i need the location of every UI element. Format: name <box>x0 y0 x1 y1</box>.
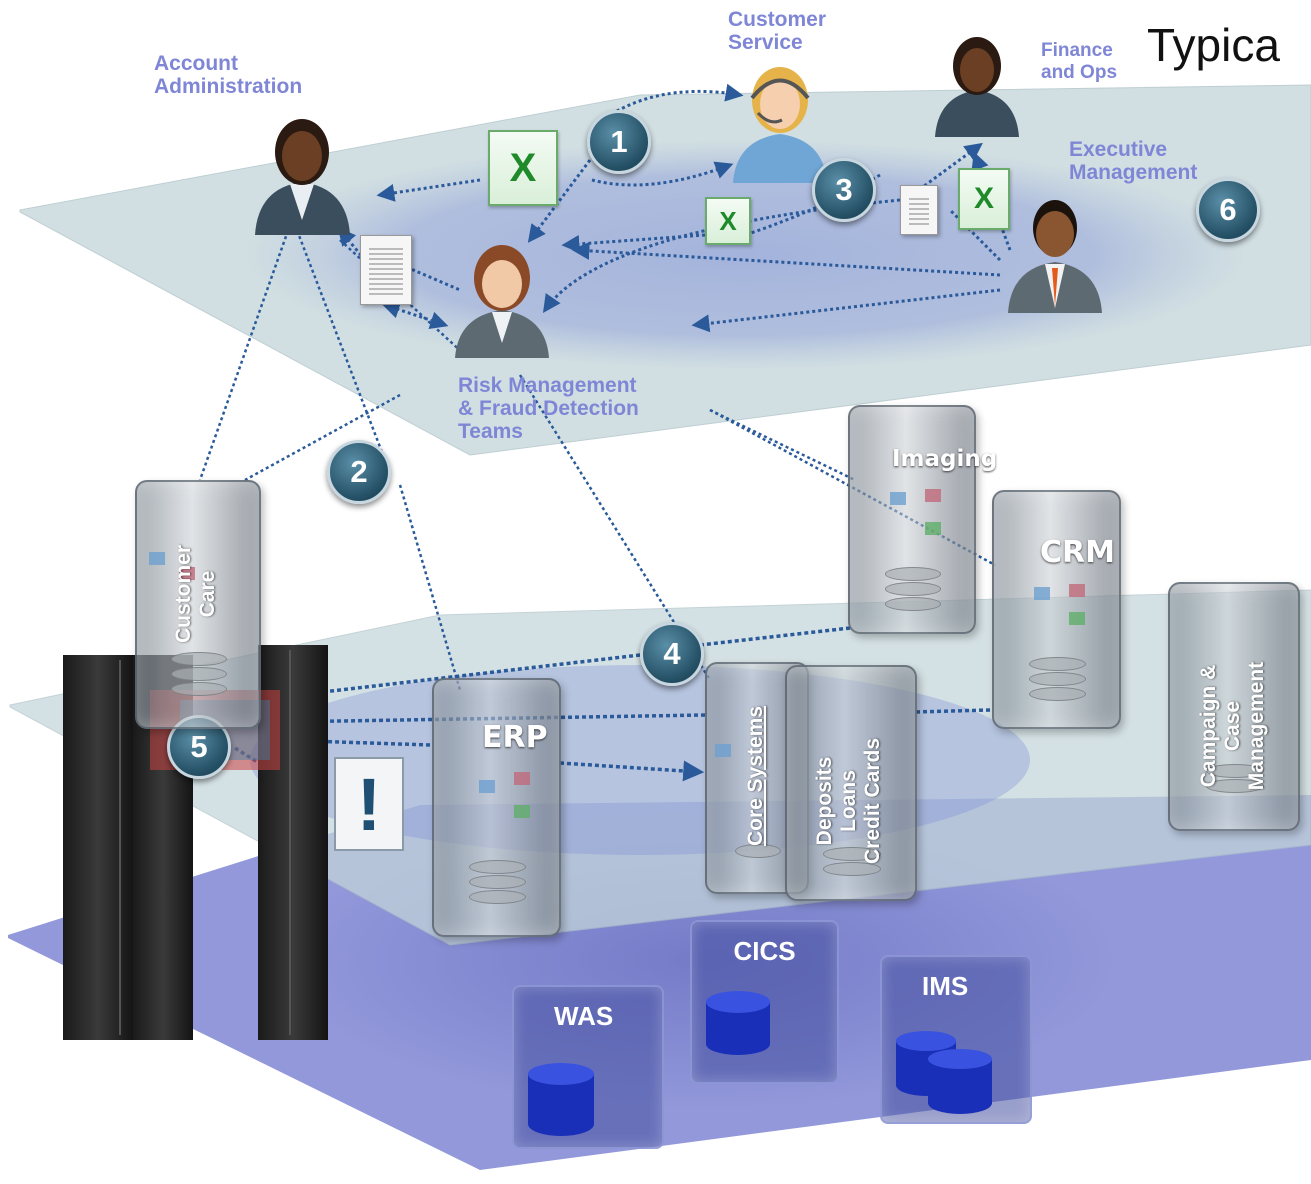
executive-person-icon <box>1008 200 1102 313</box>
deposits-server <box>785 665 917 901</box>
finance-ops-person-icon <box>935 37 1019 137</box>
customer-service-person-icon <box>733 67 827 183</box>
report-document-icon <box>900 185 938 235</box>
cics-label: CICS <box>733 936 796 966</box>
account-admin-person-icon <box>255 119 350 235</box>
database-icon <box>528 1063 594 1136</box>
database-icon <box>706 991 770 1055</box>
imaging-label: Imaging <box>892 446 998 472</box>
erp-label: ERP <box>482 720 548 755</box>
cics-cube: CICS <box>690 920 839 1084</box>
step-badge-1: 1 <box>587 110 651 174</box>
risk-team-person-icon <box>455 245 549 358</box>
customer-care-label: Customer Care <box>172 544 219 644</box>
step-badge-3: 3 <box>812 158 876 222</box>
label-finance-ops: Finance and Ops <box>1041 40 1118 83</box>
step-badge-4: 4 <box>640 622 704 686</box>
campaign-server <box>1168 582 1300 831</box>
label-customer-service: Customer Service <box>728 8 827 54</box>
label-account-administration: Account Administration <box>154 52 303 98</box>
step-badge-6: 6 <box>1196 178 1260 242</box>
imaging-server <box>848 405 976 634</box>
crm-server <box>992 490 1121 729</box>
step-badge-2: 2 <box>327 440 391 504</box>
spreadsheet-icon: X <box>958 168 1010 230</box>
application-plane <box>9 589 1311 946</box>
label-risk-management: Risk Management & Fraud Detection Teams <box>458 374 639 443</box>
campaign-label: Campaign & Case Management <box>1197 661 1268 791</box>
ims-cube: IMS <box>880 955 1032 1124</box>
spreadsheet-icon: X <box>488 130 558 206</box>
report-document-icon <box>360 235 412 305</box>
erp-server <box>432 678 561 937</box>
alert-icon: ! <box>334 757 404 851</box>
deposits-label: Deposits Loans Credit Cards <box>813 737 884 865</box>
diagram-title: Typica <box>1147 19 1280 71</box>
crm-label: CRM <box>1040 535 1115 570</box>
label-executive-management: Executive Management <box>1069 138 1198 184</box>
spreadsheet-icon: X <box>705 197 751 245</box>
was-label: WAS <box>554 1001 614 1031</box>
ims-label: IMS <box>922 971 969 1001</box>
was-cube: WAS <box>512 985 664 1149</box>
customer-care-server <box>135 480 261 729</box>
database-icon <box>896 1031 992 1114</box>
core-systems-label: Core Systems <box>744 705 767 847</box>
